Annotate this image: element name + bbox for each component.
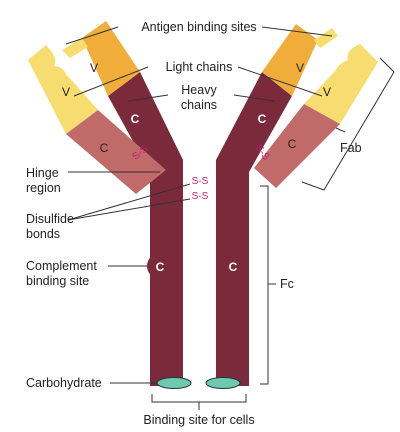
constant-label-light-right: C — [288, 137, 297, 151]
hinge-label-line2: region — [26, 181, 61, 195]
binding-notch-right — [314, 28, 338, 48]
disulfide-hinge-2: S-S — [192, 191, 209, 202]
complement-bump-right — [220, 253, 246, 279]
hinge-label-line1: Hinge — [26, 166, 59, 180]
heavy-variable-left — [82, 21, 140, 96]
light-chain-left — [28, 45, 166, 194]
fab-label: Fab — [340, 141, 362, 155]
carbohydrate-label: Carbohydrate — [26, 376, 102, 390]
constant-label-light-left: C — [100, 141, 109, 155]
heavy-chains-label-line2: chains — [181, 98, 217, 112]
constant-label-heavy-left: C — [131, 112, 140, 126]
carbohydrate-left — [156, 377, 192, 389]
complement-bump-left — [147, 253, 173, 279]
heavy-chains-label-line1: Heavy — [181, 83, 217, 97]
heavy-variable-right — [262, 24, 318, 96]
disulfide-hinge-1: S-S — [192, 176, 209, 187]
variable-label-light-right: V — [323, 85, 331, 99]
constant-label-heavy-right: C — [258, 112, 267, 126]
disulfide-label-line2: bonds — [26, 227, 60, 241]
variable-label-light-left: V — [62, 85, 70, 99]
binding-site-cells-label: Binding site for cells — [143, 413, 254, 427]
light-chains-label: Light chains — [166, 60, 233, 74]
variable-label-heavy-right: V — [296, 61, 304, 75]
complement-label-line1: Complement — [26, 259, 97, 273]
variable-label-heavy-left: V — [90, 61, 98, 75]
light-chain-right — [254, 44, 378, 188]
constant-label-complement-left: C — [156, 260, 165, 274]
fc-label: Fc — [280, 277, 294, 291]
heavy-chain-right — [216, 72, 292, 386]
carbohydrate-right — [205, 377, 241, 389]
heavy-chain-left — [108, 72, 183, 386]
constant-label-complement-right: C — [229, 260, 238, 274]
complement-label-line2: binding site — [26, 274, 89, 288]
disulfide-label-line1: Disulfide — [26, 212, 74, 226]
binding-notch-left — [62, 38, 88, 58]
antigen-binding-sites-label: Antigen binding sites — [141, 20, 256, 34]
